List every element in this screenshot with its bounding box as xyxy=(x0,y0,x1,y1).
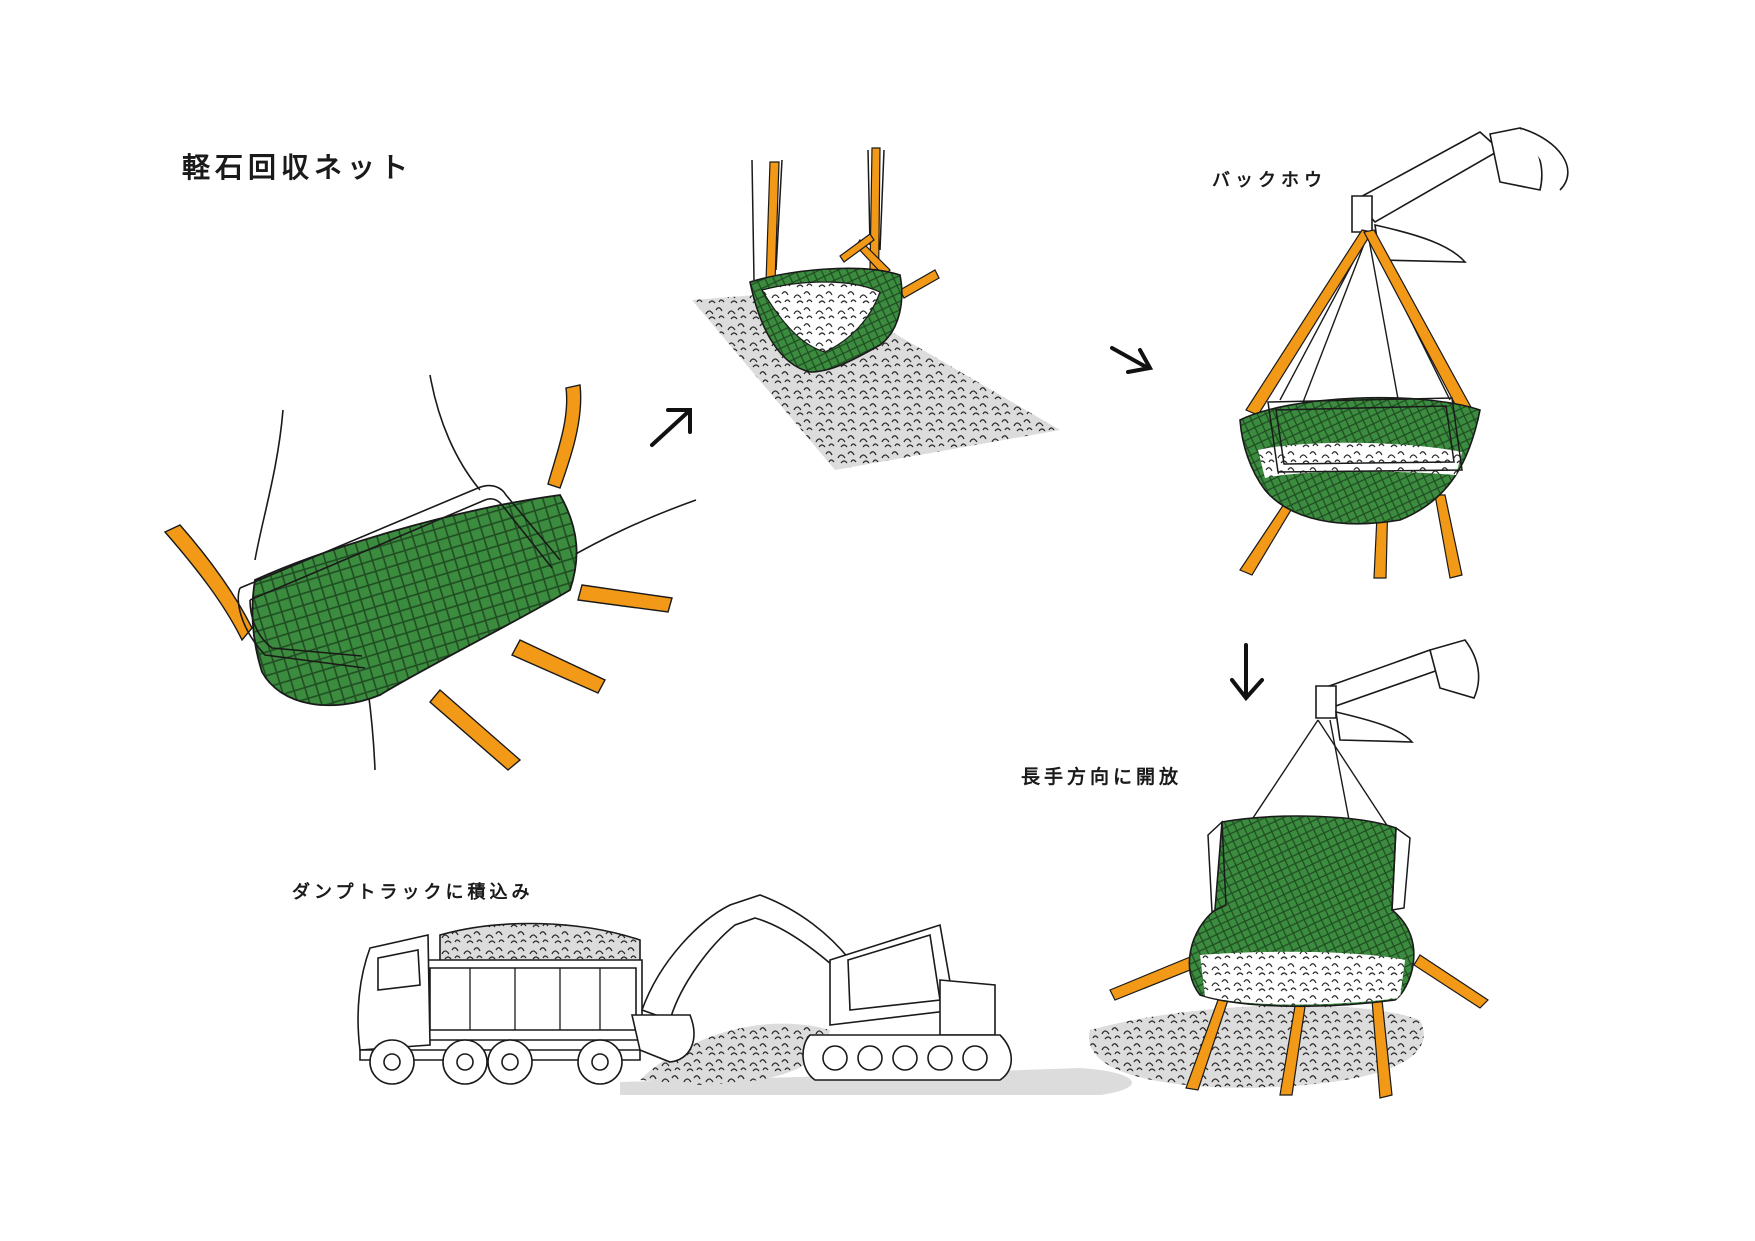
dump-truck-loading-label: ダンプトラックに積込み xyxy=(292,882,534,903)
dump-truck-loading-illustration xyxy=(357,894,1133,1095)
dump-truck-illustration xyxy=(357,922,643,1085)
arrow-down-right-icon xyxy=(1110,346,1154,374)
excavator-illustration xyxy=(630,894,1013,1081)
page-title: 軽石回収ネット xyxy=(182,151,414,184)
arrow-up-right-icon xyxy=(650,408,692,447)
net-on-pumice-illustration xyxy=(692,147,1060,470)
backhoe-label: バックホウ xyxy=(1212,170,1327,191)
open-lengthwise-label: 長手方向に開放 xyxy=(1021,766,1183,788)
backhoe-lifting-illustration xyxy=(1239,127,1569,579)
net-opened-illustration xyxy=(1089,639,1489,1099)
arrow-down-icon xyxy=(1230,643,1264,702)
net-laid-out-illustration xyxy=(163,374,697,771)
